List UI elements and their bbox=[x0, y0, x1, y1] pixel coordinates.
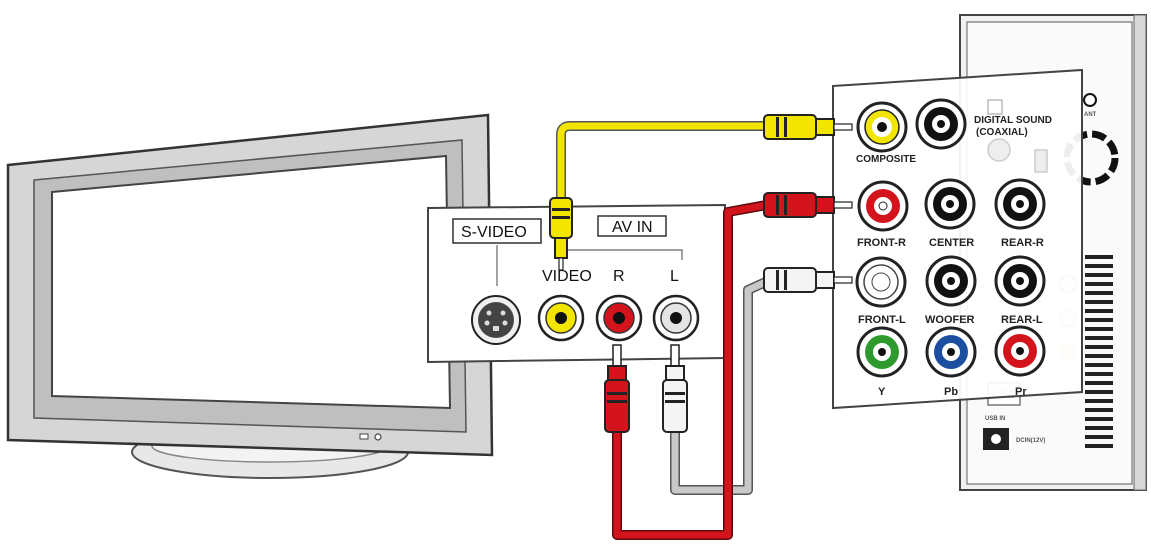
red-plug-tv bbox=[604, 344, 630, 433]
avin-label-box bbox=[597, 215, 667, 237]
pb-label: Pb bbox=[944, 386, 958, 398]
pb-port bbox=[925, 326, 977, 378]
tv bbox=[6, 113, 494, 479]
svg-text:ANT: ANT bbox=[1084, 112, 1097, 118]
y-label: Y bbox=[878, 386, 886, 398]
composite-label: COMPOSITE bbox=[856, 154, 916, 165]
tv-audio-l-port bbox=[652, 294, 700, 342]
ant-jack bbox=[1083, 93, 1097, 107]
yellow-plug-tv bbox=[549, 197, 573, 271]
red-plug-player bbox=[763, 192, 853, 218]
tv-power-indicator bbox=[374, 433, 382, 441]
pr-port bbox=[994, 325, 1046, 377]
coaxial-port bbox=[915, 98, 967, 150]
svg-text:USB IN: USB IN bbox=[985, 416, 1005, 422]
tv-audio-r-port bbox=[595, 294, 643, 342]
composite-port bbox=[856, 101, 908, 153]
svg-text:DCIN(12V): DCIN(12V) bbox=[1016, 438, 1045, 444]
svideo-port bbox=[471, 295, 521, 345]
tv-screen bbox=[51, 154, 452, 410]
video-port-label: VIDEO bbox=[542, 268, 592, 285]
y-port bbox=[856, 326, 908, 378]
coaxial-label: (COAXIAL) bbox=[976, 127, 1028, 138]
white-plug-tv bbox=[662, 344, 688, 433]
rear-l-label: REAR-L bbox=[1001, 314, 1043, 326]
svideo-label: S-VIDEO bbox=[461, 224, 527, 241]
front-r-label: FRONT-R bbox=[857, 237, 906, 249]
r-port-label: R bbox=[613, 268, 625, 285]
woofer-label: WOOFER bbox=[925, 314, 975, 326]
center-port bbox=[924, 178, 976, 230]
player-av-panel: COMPOSITE DIGITAL SOUND (COAXIAL) FRONT-… bbox=[832, 68, 1083, 410]
woofer-port bbox=[925, 255, 977, 307]
svideo-label-box bbox=[452, 218, 542, 244]
front-l-port bbox=[855, 256, 907, 308]
tv-av-panel: S-VIDEO AV IN VIDEO R L bbox=[427, 203, 726, 364]
l-port-label: L bbox=[670, 268, 679, 285]
rear-l-port bbox=[994, 255, 1046, 307]
digital-sound-label: DIGITAL SOUND bbox=[974, 115, 1052, 126]
center-label: CENTER bbox=[929, 237, 974, 249]
rear-r-label: REAR-R bbox=[1001, 237, 1044, 249]
rear-r-port bbox=[994, 178, 1046, 230]
fan-vent bbox=[1063, 130, 1119, 186]
front-l-label: FRONT-L bbox=[858, 314, 906, 326]
white-plug-player bbox=[763, 267, 853, 293]
yellow-plug-player bbox=[763, 114, 853, 140]
vent-slots bbox=[1085, 255, 1113, 448]
yellow-video-cable bbox=[556, 121, 772, 205]
avin-label: AV IN bbox=[612, 219, 653, 236]
tv-video-port bbox=[537, 294, 585, 342]
front-r-port bbox=[857, 180, 909, 232]
pr-label: Pr bbox=[1015, 386, 1027, 398]
